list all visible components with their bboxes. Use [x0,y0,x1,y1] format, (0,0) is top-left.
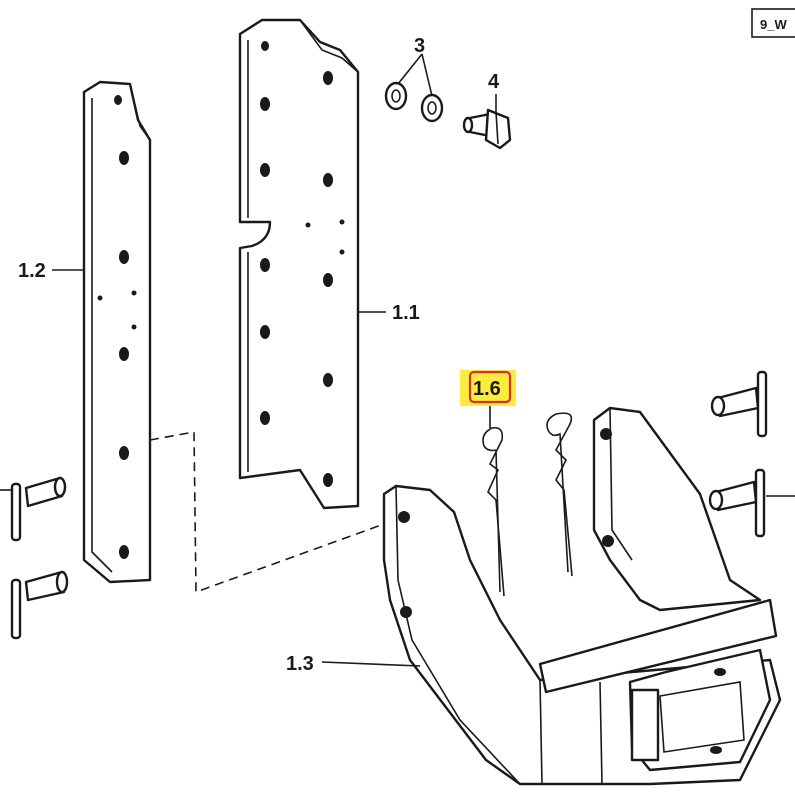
label-1-6: 1.6 [473,378,501,400]
clip-secondary[interactable] [546,412,573,577]
pin-left-upper[interactable] [10,476,67,542]
label-1-3: 1.3 [286,653,314,675]
assembly-line-left [149,431,385,594]
plate-1-2[interactable] [82,80,152,584]
label-3: 3 [414,35,425,57]
page-code: 9_W [760,17,787,32]
clip-1-6[interactable] [482,426,505,597]
washers-3[interactable] [384,81,444,123]
pin-right-lower[interactable] [708,468,766,538]
label-4: 4 [488,71,500,93]
label-1-1: 1.1 [392,302,420,324]
page-code-badge: 9_W [751,8,795,38]
label-1-2: 1.2 [18,260,46,282]
label-1-6-highlight[interactable]: 1.6 [460,370,516,406]
leader-lines [0,53,795,667]
bolt-4[interactable] [462,108,512,150]
pin-left-lower[interactable] [10,570,69,640]
bracket-1-3[interactable] [382,406,782,786]
pin-right-upper[interactable] [710,370,768,438]
plate-1-1[interactable] [238,18,360,510]
